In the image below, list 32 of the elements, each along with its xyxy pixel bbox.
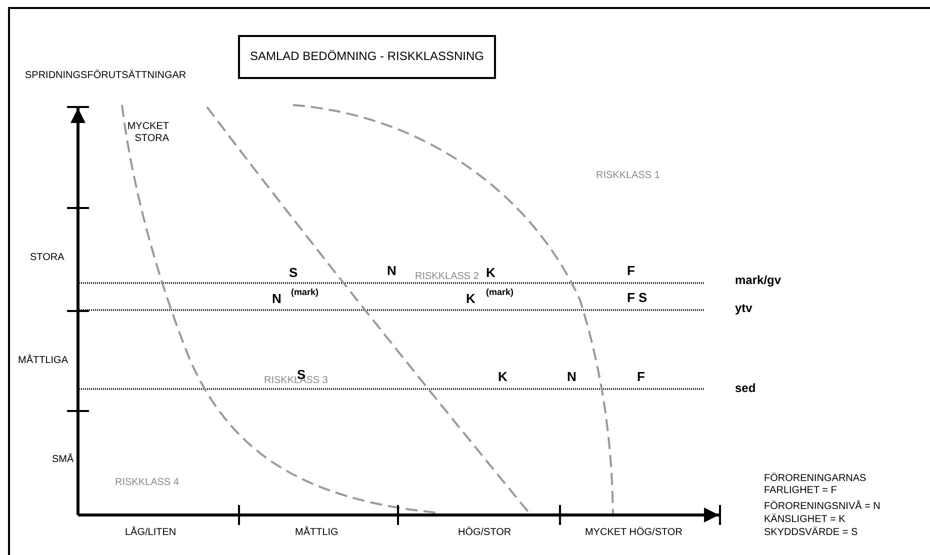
axis-tick-label: MYCKET HÖG/STOR bbox=[585, 527, 682, 538]
axis-tick-label: HÖG/STOR bbox=[458, 527, 512, 538]
axis-tick-label: STORA bbox=[30, 252, 64, 264]
axis-tick-label: MÅTTLIGA bbox=[18, 355, 68, 366]
letter-marker: K bbox=[498, 370, 508, 385]
letter-marker: K bbox=[486, 266, 496, 281]
medium-label: sed bbox=[735, 382, 756, 396]
axis-tick-label: LÅG/LITEN bbox=[125, 527, 176, 538]
letter-marker: N bbox=[567, 370, 576, 385]
letter-marker: N bbox=[387, 264, 396, 279]
legend-note: KÄNSLIGHET = K bbox=[764, 514, 846, 526]
letter-marker: K bbox=[466, 292, 476, 307]
axis-title: SPRIDNINGSFÖRUTSÄTTNINGAR bbox=[25, 70, 186, 82]
letter-marker: F S bbox=[627, 291, 648, 306]
legend-note: FÖRORENINGARNAS FARLIGHET = F bbox=[764, 473, 868, 496]
subscript-note: (mark) bbox=[486, 287, 514, 298]
letter-marker: S bbox=[289, 266, 298, 281]
risk-class-label: RISKKLASS 1 bbox=[596, 170, 660, 182]
axis-tick-label: MYCKET STORA bbox=[126, 121, 169, 144]
title-box: SAMLAD BEDÖMNING - RISKKLASSNING bbox=[238, 35, 496, 79]
risk-class-label: RISKKLASS 4 bbox=[115, 477, 179, 488]
legend-note: FÖRORENINGSNIVÅ = N bbox=[764, 501, 880, 512]
medium-label: mark/gv bbox=[735, 274, 782, 288]
subscript-note: (mark) bbox=[291, 287, 319, 298]
risk-class-label: RISKKLASS 2 bbox=[415, 271, 479, 282]
medium-label: ytv bbox=[735, 302, 752, 316]
letter-marker: F bbox=[637, 370, 645, 385]
letter-marker: N bbox=[272, 292, 282, 307]
legend-note: SKYDDSVÄRDE = S bbox=[764, 527, 858, 538]
letter-marker: F bbox=[627, 264, 635, 279]
axis-tick-label: SMÅ bbox=[52, 454, 74, 466]
axis-tick-label: MÅTTLIG bbox=[295, 527, 338, 538]
